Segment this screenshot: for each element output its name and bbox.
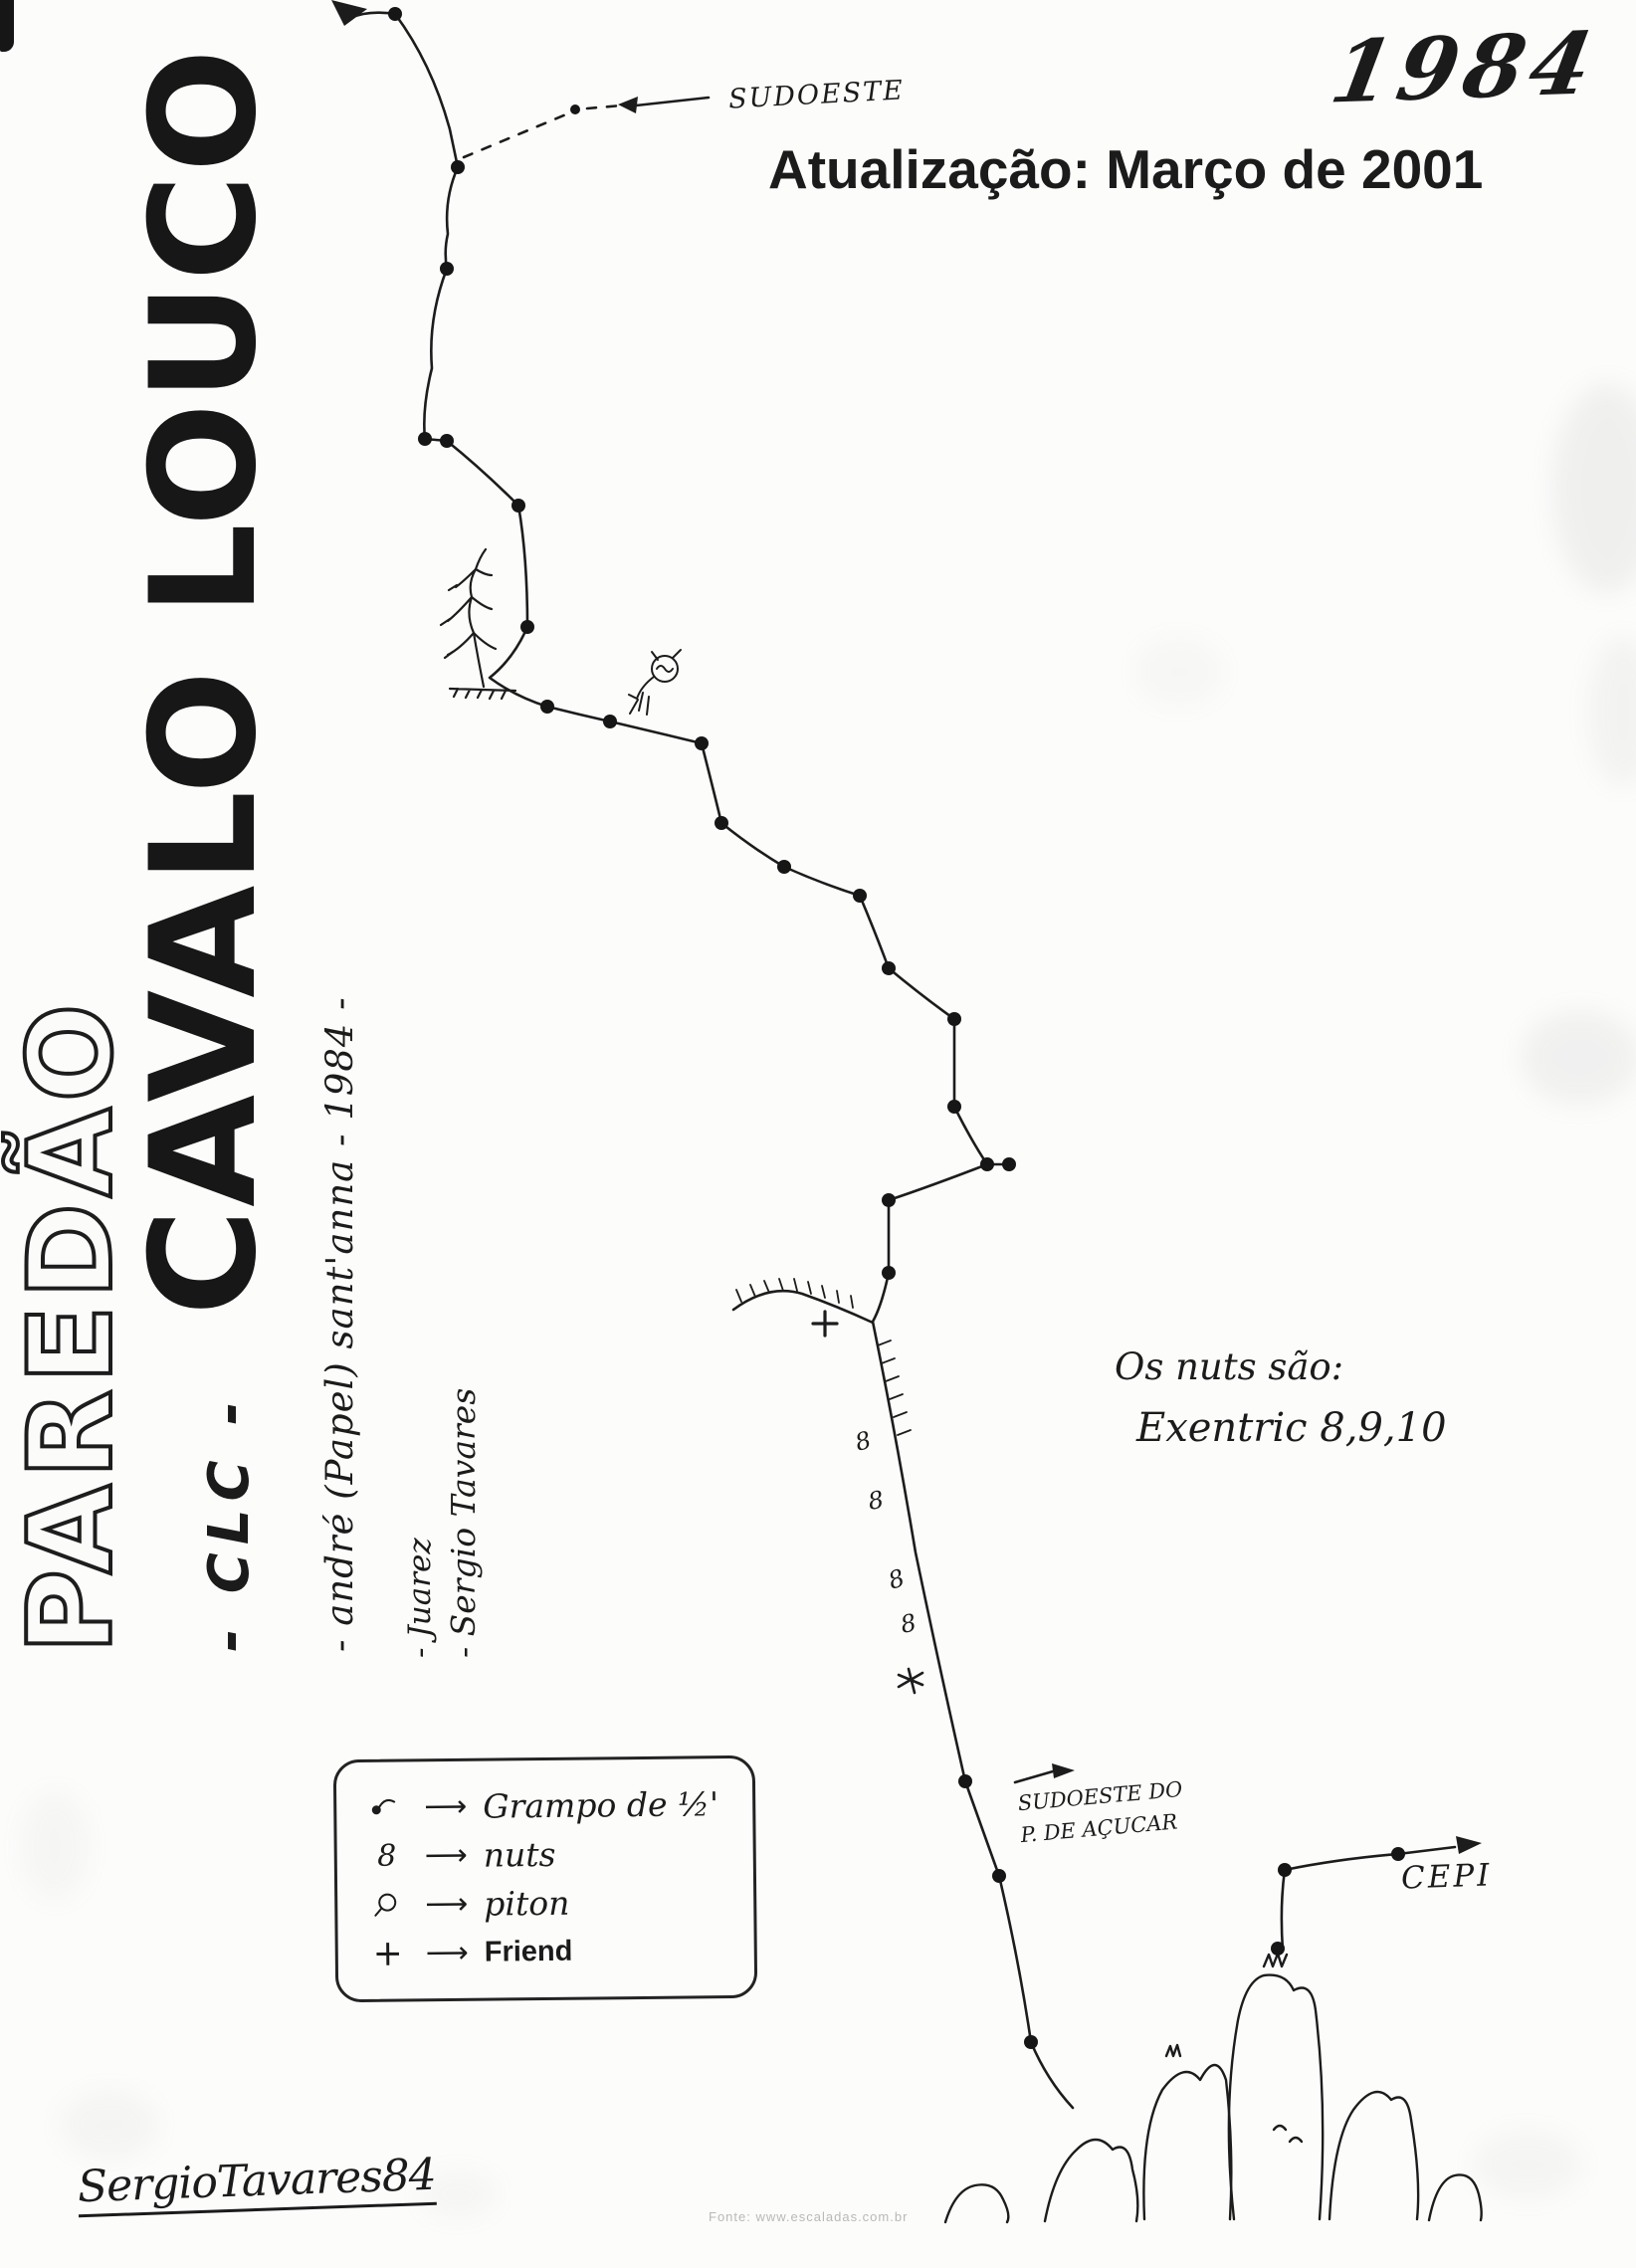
legend-label-nuts: nuts bbox=[483, 1834, 556, 1875]
legend-row-grampo: ⟶ Grampo de ½' bbox=[364, 1780, 724, 1830]
first-ascent-credit: - andré (Papel) sant'anna - 1984 - bbox=[318, 996, 361, 1652]
bolt-dot bbox=[1271, 1942, 1285, 1956]
nuts-icon: 8 bbox=[377, 1838, 397, 1874]
ledge-hatching bbox=[735, 1278, 854, 1309]
nut-symbol: 8 bbox=[885, 1563, 908, 1594]
legend-arrow-icon: ⟶ bbox=[425, 1886, 469, 1923]
bolt-dot bbox=[777, 860, 791, 874]
bolt-dot bbox=[882, 961, 896, 975]
legend-box: ⟶ Grampo de ½' 8 ⟶ nuts ⟶ piton + ⟶ Frie… bbox=[332, 1754, 758, 2003]
bolt-dot bbox=[980, 1157, 994, 1171]
year-annotation: 1984 bbox=[1324, 13, 1606, 123]
bolt-dot bbox=[958, 1774, 972, 1788]
bolt-dot bbox=[440, 434, 454, 448]
ledge-line bbox=[731, 1290, 875, 1325]
bolt-dot bbox=[1391, 1847, 1405, 1861]
tree-drawing bbox=[439, 547, 517, 701]
legend-label-friend: Friend bbox=[484, 1936, 573, 1969]
route-start-arrowhead bbox=[331, 0, 367, 26]
goat-drawing bbox=[628, 649, 682, 716]
bolt-dot bbox=[440, 262, 454, 276]
legend-row-nuts: 8 ⟶ nuts bbox=[365, 1829, 725, 1879]
nut-symbol: 8 bbox=[898, 1608, 919, 1639]
nut-symbol: 8 bbox=[852, 1426, 874, 1457]
bolt-dot bbox=[853, 889, 867, 903]
bolt-dot bbox=[1024, 2035, 1038, 2049]
cepi-label: CEPI bbox=[1400, 1857, 1494, 1897]
partner-credit-juarez: - Juarez bbox=[402, 1538, 438, 1658]
cepi-arrowhead bbox=[1456, 1836, 1482, 1854]
route-path-dashed bbox=[462, 103, 635, 159]
friend-marker bbox=[811, 1310, 839, 1338]
bolt-dot bbox=[947, 1012, 961, 1026]
legend-arrow-icon: ⟶ bbox=[424, 1837, 468, 1874]
scan-blob bbox=[1134, 637, 1224, 707]
legend-arrow-icon: ⟶ bbox=[424, 1788, 468, 1824]
scan-blob bbox=[1552, 384, 1636, 593]
grampo-icon bbox=[364, 1793, 408, 1819]
bolt-dot bbox=[882, 1193, 896, 1207]
legend-row-friend: + ⟶ Friend bbox=[366, 1928, 726, 1977]
scan-blob bbox=[20, 1791, 90, 1901]
bolt-dot bbox=[1002, 1157, 1016, 1171]
scan-blob bbox=[1521, 1010, 1636, 1105]
bolt-dot bbox=[992, 1869, 1006, 1883]
piton-icon bbox=[365, 1891, 409, 1919]
friend-icon: + bbox=[372, 1933, 404, 1975]
sudoeste-arrowhead bbox=[618, 97, 638, 113]
scan-blob bbox=[418, 2169, 498, 2219]
nut-symbol: 8 bbox=[866, 1486, 886, 1516]
partner-credit-sergio: - Sergio Tavares bbox=[444, 1387, 483, 1658]
bolt-dot bbox=[715, 816, 728, 830]
legend-label-grampo: Grampo de ½' bbox=[483, 1783, 719, 1826]
legend-arrow-icon: ⟶ bbox=[425, 1936, 469, 1971]
scan-blob bbox=[1473, 2130, 1582, 2199]
legend-label-piton: piton bbox=[484, 1883, 570, 1924]
knot-scribble bbox=[897, 1667, 924, 1695]
legend-row-piton: ⟶ piton bbox=[365, 1879, 725, 1929]
nuts-note-line1: Os nuts são: bbox=[1115, 1345, 1344, 1388]
acucar-arrowhead bbox=[1052, 1763, 1075, 1778]
sudoeste-arrow-tail bbox=[634, 96, 711, 107]
boulders-drawing bbox=[943, 1952, 1483, 2224]
wall-title: PAREDÃO bbox=[2, 996, 140, 1656]
nuts-note-line2: Exentric 8,9,10 bbox=[1136, 1405, 1447, 1451]
update-note: Atualização: Março de 2001 bbox=[768, 138, 1484, 200]
bolt-dot bbox=[947, 1100, 961, 1114]
club-label: - CLC - bbox=[197, 1393, 262, 1652]
acucar-arrow-tail bbox=[1013, 1769, 1055, 1784]
bolt-dot bbox=[418, 432, 432, 446]
scan-corner-mark bbox=[0, 0, 14, 52]
bolt-dot bbox=[388, 7, 402, 21]
scan-blob bbox=[1588, 637, 1636, 786]
bolt-dot bbox=[695, 736, 709, 750]
cliff-hatching bbox=[877, 1340, 912, 1436]
bolt-dot bbox=[603, 715, 617, 728]
bolt-dot bbox=[511, 499, 525, 513]
scan-blob bbox=[60, 2090, 159, 2160]
bolt-dot bbox=[570, 104, 580, 114]
bolt-dot bbox=[451, 160, 465, 174]
bolt-dot bbox=[520, 620, 534, 634]
bolt-dot bbox=[540, 700, 554, 714]
bolt-dot bbox=[882, 1266, 896, 1280]
bolt-dot bbox=[1278, 1863, 1292, 1877]
source-credit: Fonte: www.escaladas.com.br bbox=[709, 2209, 909, 2224]
